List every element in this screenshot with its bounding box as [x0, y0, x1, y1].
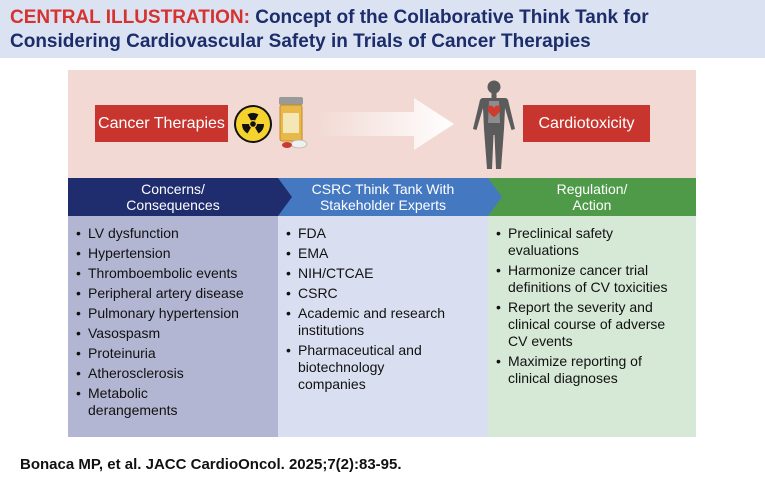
think-tank-header-line-1: CSRC Think Tank With: [311, 181, 455, 197]
think-tank-header-line-2: Stakeholder Experts: [319, 197, 447, 213]
think-tank-list-panel: FDA EMA NIH/CTCAE CSRC Academic and rese…: [278, 216, 488, 437]
header-line-1: CENTRAL ILLUSTRATION: Concept of the Col…: [10, 6, 755, 30]
list-item: Peripheral artery disease: [76, 285, 270, 302]
cardiotoxicity-box: Cardiotoxicity: [523, 105, 650, 142]
regulation-list: Preclinical safety evaluations Harmonize…: [496, 225, 688, 387]
list-item: LV dysfunction: [76, 225, 270, 242]
list-item: Academic and research institutions: [286, 305, 458, 339]
human-heart-icon: [473, 80, 515, 169]
list-item: Pulmonary hypertension: [76, 305, 270, 322]
concerns-header-line-2: Consequences: [126, 197, 220, 213]
regulation-header-line-2: Action: [572, 197, 612, 213]
column-header-band: [68, 178, 696, 216]
concerns-list-panel: LV dysfunction Hypertension Thromboembol…: [68, 216, 278, 437]
list-item: Thromboembolic events: [76, 265, 270, 282]
list-item: Hypertension: [76, 245, 270, 262]
think-tank-list: FDA EMA NIH/CTCAE CSRC Academic and rese…: [286, 225, 480, 393]
list-item: Vasospasm: [76, 325, 270, 342]
regulation-list-panel: Preclinical safety evaluations Harmonize…: [488, 216, 696, 437]
header-banner: CENTRAL ILLUSTRATION: Concept of the Col…: [0, 0, 765, 58]
regulation-header: Regulation/ Action: [488, 178, 696, 216]
header-title-1: Concept of the Collaborative Think Tank …: [255, 7, 649, 28]
cancer-therapies-box: Cancer Therapies: [95, 105, 228, 142]
citation: Bonaca MP, et al. JACC CardioOncol. 2025…: [20, 456, 402, 473]
pill-bottle-icon: [279, 97, 308, 149]
list-item: CSRC: [286, 285, 480, 302]
list-item: EMA: [286, 245, 480, 262]
list-item: NIH/CTCAE: [286, 265, 480, 282]
list-item: Report the severity and clinical course …: [496, 299, 688, 350]
radiation-icon: [234, 105, 272, 143]
arrow-right-icon: [316, 98, 454, 150]
concerns-header: Concerns/ Consequences: [68, 178, 278, 216]
list-item: FDA: [286, 225, 480, 242]
list-item: Maximize reporting of clinical diagnoses: [496, 353, 668, 387]
header-title-2: Considering Cardiovascular Safety in Tri…: [10, 31, 591, 52]
header-lead: CENTRAL ILLUSTRATION:: [10, 7, 250, 28]
list-item: Pharmaceutical and biotechnology compani…: [286, 342, 438, 393]
list-item: Preclinical safety evaluations: [496, 225, 648, 259]
list-item: Atherosclerosis: [76, 365, 270, 382]
think-tank-header: CSRC Think Tank With Stakeholder Experts: [278, 178, 488, 216]
list-item: Proteinuria: [76, 345, 270, 362]
list-item: Metabolic derangements: [76, 385, 198, 419]
regulation-header-line-1: Regulation/: [556, 181, 628, 197]
concerns-list: LV dysfunction Hypertension Thromboembol…: [76, 225, 270, 419]
list-item: Harmonize cancer trial definitions of CV…: [496, 262, 693, 296]
concerns-header-line-1: Concerns/: [141, 181, 205, 197]
